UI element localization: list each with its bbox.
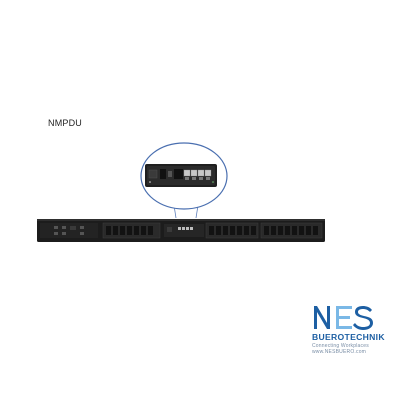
product-label: NMPDU xyxy=(48,118,82,128)
company-logo: BUEROTECHNIK Connecting Workplaces www.N… xyxy=(312,303,390,363)
nes-logo-mark xyxy=(314,306,373,330)
logo-url: www.NESBUERO.com xyxy=(312,349,367,355)
logo-subtitle: BUEROTECHNIK xyxy=(312,332,385,342)
pdu-unit xyxy=(37,219,325,242)
network-module xyxy=(145,164,217,187)
logo-tagline: Connecting Workplaces xyxy=(312,343,369,349)
ethernet-ports xyxy=(183,169,212,180)
